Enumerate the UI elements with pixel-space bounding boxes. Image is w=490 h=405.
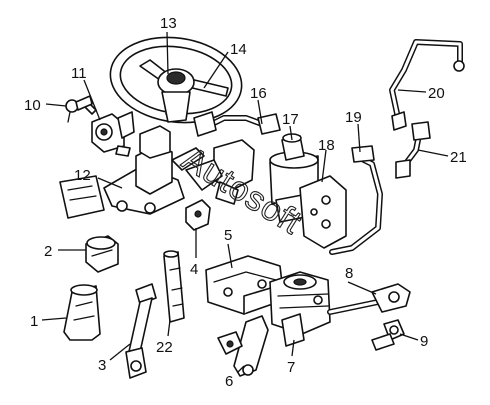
- callout-21: 21: [450, 149, 467, 166]
- callout-6: 6: [225, 373, 233, 390]
- callout-11: 11: [71, 65, 87, 82]
- steering-wheel: [109, 36, 243, 124]
- callout-2: 2: [44, 243, 52, 260]
- callout-19: 19: [345, 109, 362, 126]
- callout-12: 12: [74, 167, 91, 184]
- callout-20: 20: [428, 85, 445, 102]
- column-housing: [185, 139, 255, 205]
- tie-rod: [327, 283, 411, 315]
- callout-4: 4: [190, 261, 198, 278]
- steering-column-bracket: [59, 125, 205, 219]
- callout-17: 17: [282, 111, 299, 128]
- callout-18: 18: [318, 137, 335, 154]
- callout-10: 10: [24, 97, 41, 114]
- pressure-hose: [329, 145, 383, 255]
- lower-shaft: [125, 283, 157, 379]
- callout-13: 13: [160, 15, 177, 32]
- ignition-switch: [81, 99, 135, 157]
- callout-3: 3: [98, 357, 106, 374]
- callout-1: 1: [30, 313, 38, 330]
- pitman-arm: [217, 315, 269, 377]
- callout-9: 9: [420, 333, 428, 350]
- tie-rod-end: [371, 319, 405, 351]
- small-joint: [185, 199, 211, 231]
- callout-8: 8: [345, 265, 353, 282]
- column-link: [193, 111, 281, 137]
- return-pipe: [389, 39, 465, 131]
- callout-22: 22: [156, 339, 173, 356]
- hose-fitting: [395, 121, 431, 179]
- callout-16: 16: [250, 85, 267, 102]
- steering-gear-box: [269, 271, 331, 347]
- callout-14: 14: [230, 41, 247, 58]
- leader-lines: [41, 31, 449, 373]
- intermediate-shaft: [163, 250, 185, 323]
- pump-bracket: [299, 175, 347, 249]
- column-bushing: [85, 235, 119, 273]
- callout-7: 7: [287, 359, 295, 376]
- callout-labels: 13 14 11 10 16 17 18 19 20 21 12 2 1 3 4…: [24, 15, 467, 390]
- callout-5: 5: [224, 227, 232, 244]
- column-boot: [63, 284, 101, 341]
